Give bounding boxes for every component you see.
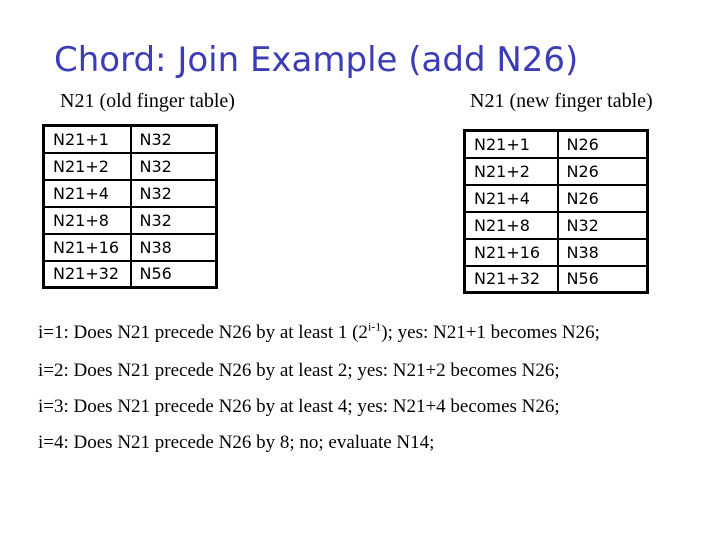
finger-node-cell: N32	[129, 205, 218, 235]
finger-node-cell: N56	[129, 259, 218, 289]
new-finger-table-caption: N21 (new finger table)	[470, 90, 653, 112]
note-superscript: i-1	[367, 319, 382, 334]
finger-key-cell: N21+1	[42, 124, 132, 154]
finger-key-cell: N21+2	[463, 156, 559, 186]
finger-node-cell: N32	[129, 124, 218, 154]
finger-node-cell: N26	[556, 183, 649, 213]
finger-key-cell: N21+32	[42, 259, 132, 289]
note-line-i3: i=3: Does N21 precede N26 by at least 4;…	[38, 396, 560, 417]
note-text: ); yes: N21+1 becomes N26;	[381, 322, 600, 343]
finger-node-cell: N56	[556, 264, 649, 294]
table-row: N21+1 N26	[463, 129, 649, 159]
table-row: N21+2 N26	[463, 156, 649, 186]
finger-node-cell: N32	[129, 178, 218, 208]
note-line-i1: i=1: Does N21 precede N26 by at least 1 …	[38, 321, 600, 345]
slide-title: Chord: Join Example (add N26)	[54, 40, 579, 80]
finger-node-cell: N38	[129, 232, 218, 262]
old-finger-table: N21+1 N32 N21+2 N32 N21+4 N32 N21+8 N32 …	[42, 124, 218, 289]
table-row: N21+4 N32	[42, 178, 218, 208]
note-text: i=1: Does N21 precede N26 by at least 1 …	[38, 322, 368, 343]
finger-key-cell: N21+16	[42, 232, 132, 262]
finger-key-cell: N21+4	[42, 178, 132, 208]
finger-key-cell: N21+1	[463, 129, 559, 159]
finger-node-cell: N38	[556, 237, 649, 267]
note-line-i2: i=2: Does N21 precede N26 by at least 2;…	[38, 360, 560, 381]
finger-node-cell: N26	[556, 129, 649, 159]
finger-key-cell: N21+16	[463, 237, 559, 267]
finger-key-cell: N21+8	[42, 205, 132, 235]
old-finger-table-caption: N21 (old finger table)	[60, 90, 235, 112]
note-line-i4: i=4: Does N21 precede N26 by 8; no; eval…	[38, 432, 435, 453]
finger-key-cell: N21+32	[463, 264, 559, 294]
finger-key-cell: N21+8	[463, 210, 559, 240]
new-finger-table: N21+1 N26 N21+2 N26 N21+4 N26 N21+8 N32 …	[463, 129, 649, 294]
finger-key-cell: N21+2	[42, 151, 132, 181]
finger-key-cell: N21+4	[463, 183, 559, 213]
finger-node-cell: N26	[556, 156, 649, 186]
finger-node-cell: N32	[556, 210, 649, 240]
table-row: N21+32 N56	[42, 259, 218, 289]
table-row: N21+16 N38	[463, 237, 649, 267]
table-row: N21+32 N56	[463, 264, 649, 294]
table-row: N21+1 N32	[42, 124, 218, 154]
table-row: N21+2 N32	[42, 151, 218, 181]
table-row: N21+8 N32	[463, 210, 649, 240]
finger-node-cell: N32	[129, 151, 218, 181]
table-row: N21+16 N38	[42, 232, 218, 262]
table-row: N21+8 N32	[42, 205, 218, 235]
table-row: N21+4 N26	[463, 183, 649, 213]
